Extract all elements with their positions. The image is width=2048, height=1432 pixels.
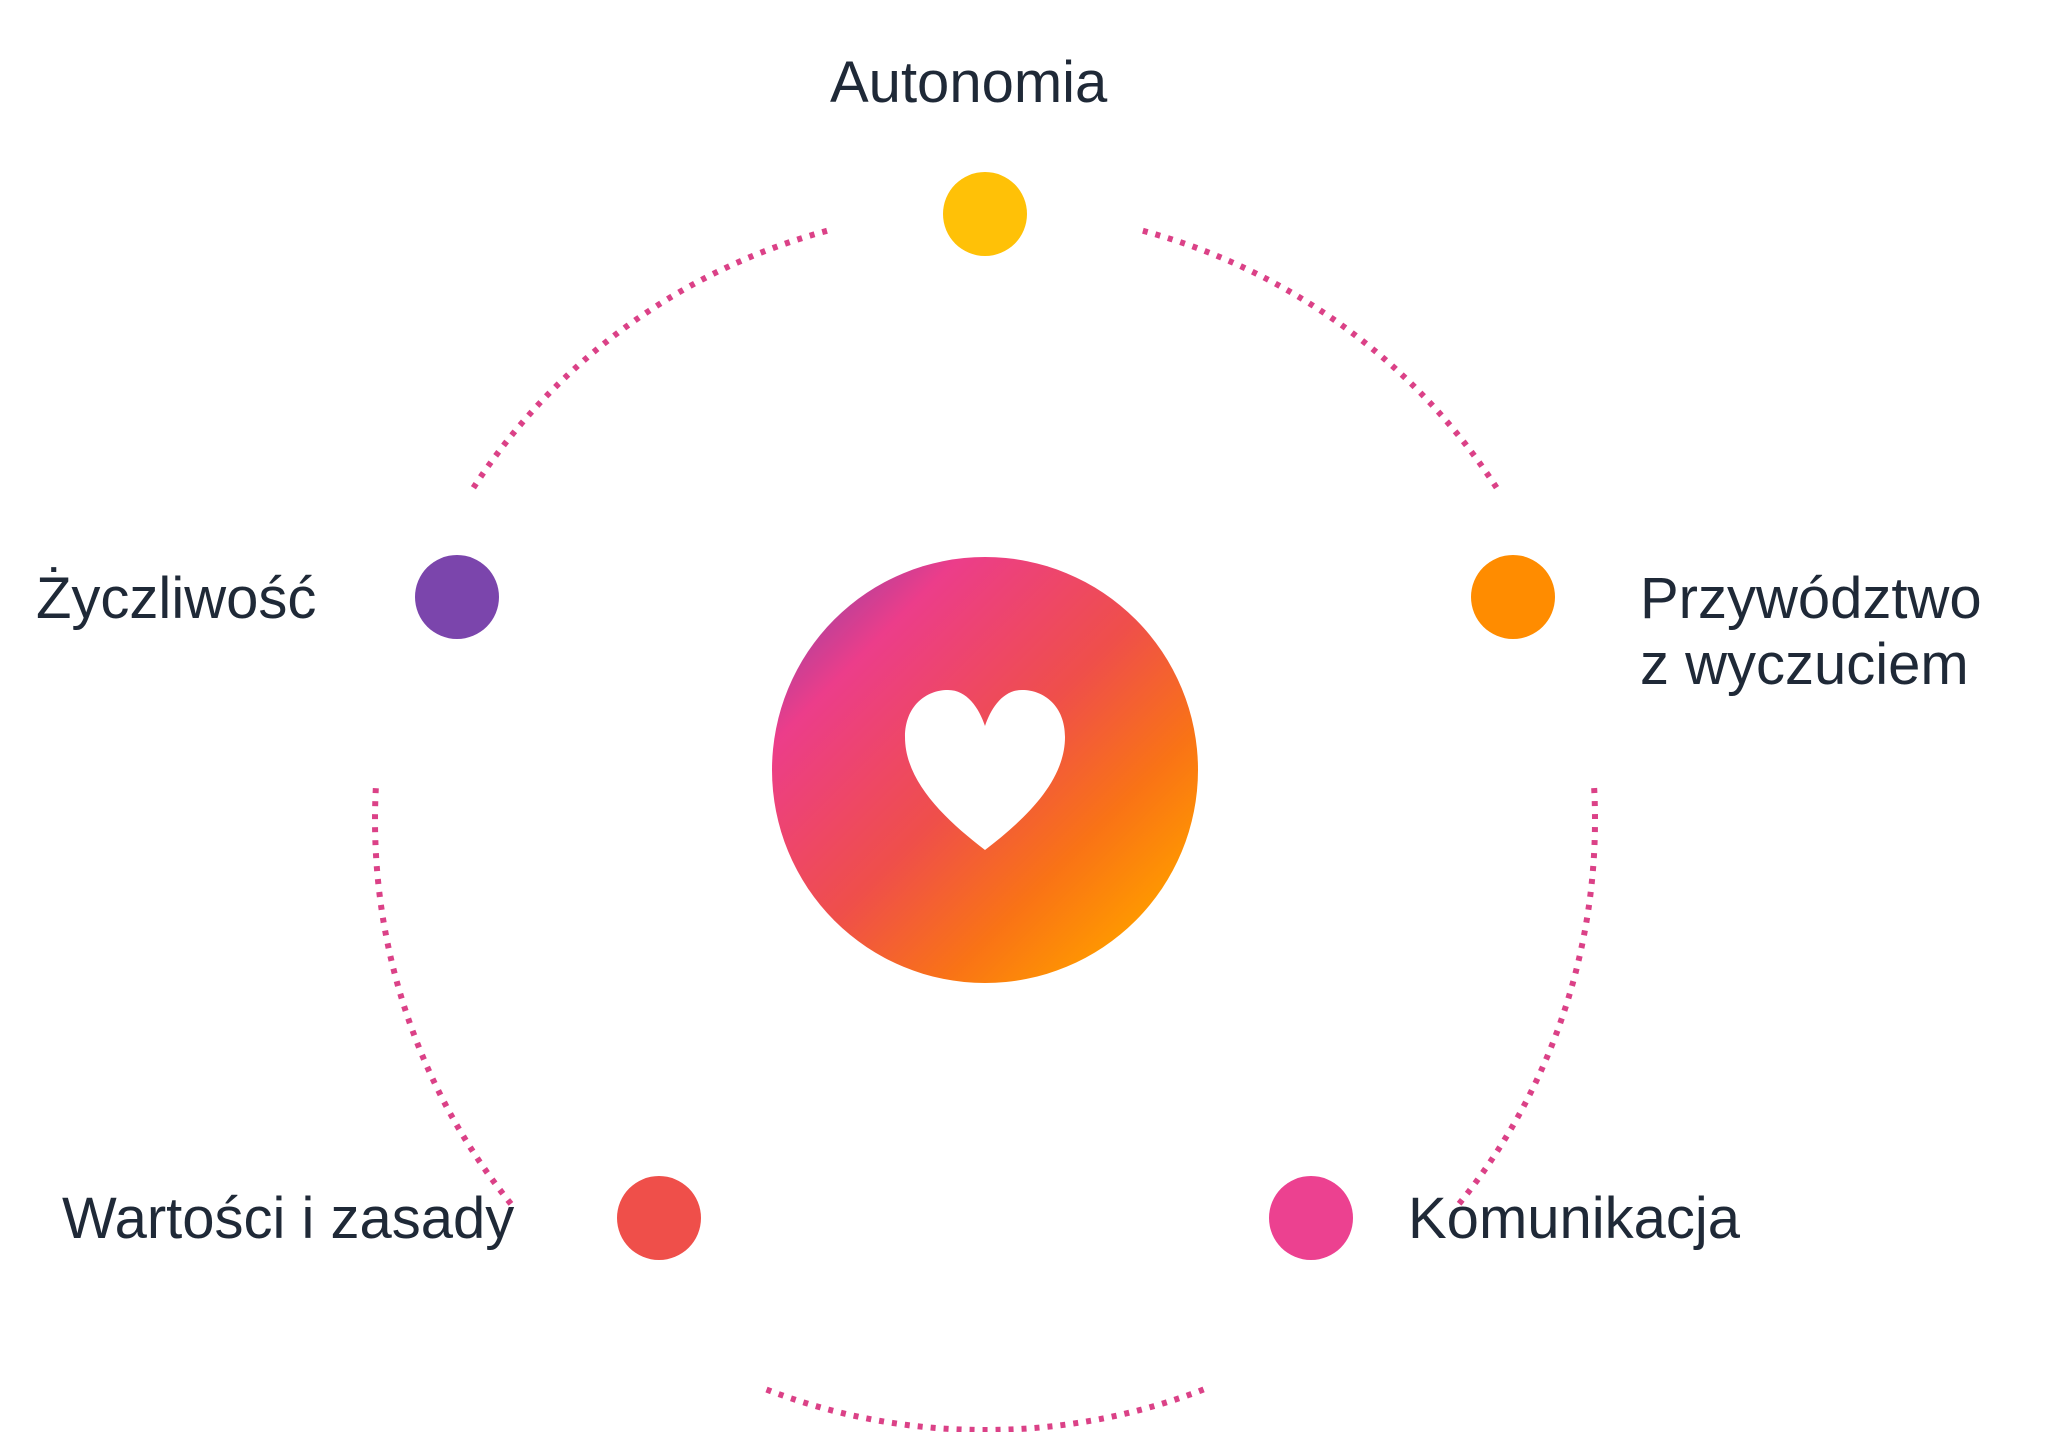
ring-dashed-arcs bbox=[372, 227, 1598, 1432]
node-label-wartosci: Wartości i zasady bbox=[62, 1186, 514, 1252]
ring-arc-2 bbox=[1456, 787, 1598, 1206]
node-label-zyczliwosc: Życzliwość bbox=[36, 566, 316, 632]
ring-arc-1 bbox=[1142, 227, 1500, 490]
node-label-line: Przywództwo bbox=[1640, 566, 1982, 631]
node-dot-autonomia bbox=[943, 172, 1027, 256]
node-label-autonomia: Autonomia bbox=[830, 50, 1107, 116]
node-label-line: Komunikacja bbox=[1408, 1186, 1741, 1251]
node-dots bbox=[415, 172, 1555, 1260]
ring-arc-5 bbox=[470, 227, 828, 490]
node-label-line: Życzliwość bbox=[36, 566, 317, 631]
node-dot-przywodztwo bbox=[1471, 555, 1555, 639]
node-label-przywodztwo: Przywództwo z wyczuciem bbox=[1640, 566, 1982, 698]
node-label-line: z wyczuciem bbox=[1640, 632, 1969, 697]
node-dot-zyczliwosc bbox=[415, 555, 499, 639]
ring-arc-3 bbox=[765, 1386, 1205, 1432]
node-label-line: Autonomia bbox=[830, 50, 1108, 115]
heart-icon bbox=[905, 690, 1065, 850]
node-label-line: Wartości i zasady bbox=[62, 1186, 515, 1251]
ring-arc-4 bbox=[372, 787, 514, 1206]
node-label-komunikacja: Komunikacja bbox=[1408, 1186, 1740, 1252]
node-dot-wartosci bbox=[617, 1176, 701, 1260]
node-dot-komunikacja bbox=[1269, 1176, 1353, 1260]
